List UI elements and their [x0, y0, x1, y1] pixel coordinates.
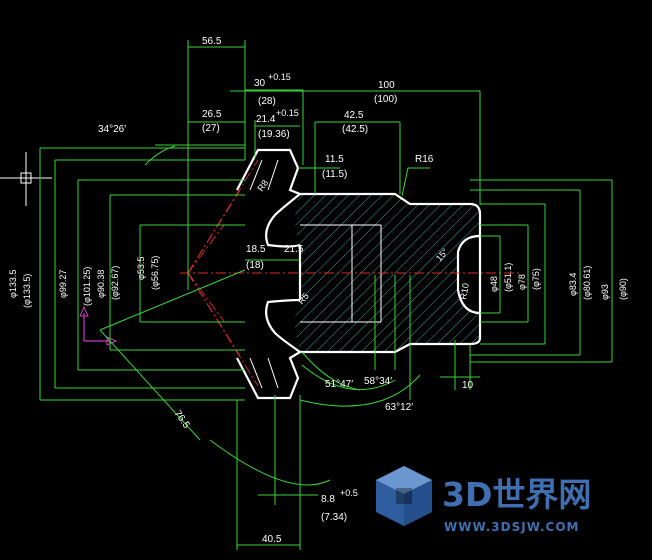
- dim-phi99-27: φ99.27: [58, 270, 68, 298]
- dim-phi99-27-ref: (φ101.25): [82, 267, 92, 306]
- dim-42-5-ref: (42.5): [342, 124, 368, 135]
- dim-phi53-5-ref: (φ56.75): [150, 256, 160, 290]
- dimension-lines: [39, 40, 613, 550]
- dim-18-5: 18.5: [246, 244, 266, 255]
- dim-r16: R16: [415, 154, 434, 165]
- dim-r8: R8: [255, 178, 270, 193]
- dim-26-5: 26.5: [202, 109, 222, 120]
- dim-8-8-ref: (7.34): [321, 512, 347, 523]
- dim-21-4-ref: (19.36): [258, 129, 290, 140]
- dim-angle-34-26: 34°26′: [98, 124, 126, 135]
- dim-26-5-ref: (27): [202, 123, 220, 134]
- dim-phi53-5: φ53.5: [136, 257, 146, 280]
- gear-outline: [236, 148, 482, 400]
- dim-40-5: 40.5: [262, 534, 282, 545]
- watermark-brand: 3D世界网: [442, 475, 591, 514]
- dim-58-34: 58°34′: [364, 376, 392, 387]
- dim-30-ref: (28): [258, 96, 276, 107]
- dim-11-5: 11.5: [325, 154, 344, 165]
- dim-100: 100: [378, 80, 395, 91]
- dim-42-5: 42.5: [344, 110, 364, 121]
- centerlines: [180, 159, 520, 387]
- dim-30-tol: +0.15: [268, 72, 291, 82]
- dim-51-47: 51°47′: [325, 379, 353, 390]
- crosshair-cursor: [0, 152, 52, 206]
- dim-phi48-ref: (φ51.1): [503, 263, 513, 292]
- dim-phi133-5: φ133.5: [8, 270, 18, 298]
- dim-56-5: 56.5: [202, 36, 222, 47]
- ucs-icon: [79, 305, 118, 346]
- dim-63-12: 63°12′: [385, 402, 413, 413]
- dim-8-8: 8.8: [321, 494, 335, 505]
- dim-phi93-ref: (φ90): [618, 278, 628, 300]
- dim-phi83-4-ref: (φ80.61): [582, 266, 592, 300]
- dimension-texts: 56.5 30 +0.15 (28) 100 (100) 26.5 (27) 2…: [8, 36, 628, 545]
- cube-logo-icon: [376, 466, 432, 526]
- dim-phi48: φ48: [489, 276, 499, 292]
- dim-phi133-5-ref: (φ133.5): [22, 274, 32, 308]
- dim-21-4: 21.4: [256, 114, 276, 125]
- dim-r10: R10: [458, 282, 471, 300]
- watermark-url: WWW.3DSJW.COM: [444, 520, 579, 534]
- dim-phi90-38: φ90.38: [96, 270, 106, 298]
- dim-11-5-ref: (11.5): [322, 169, 347, 180]
- dim-phi93: φ93: [600, 284, 610, 300]
- dim-8-8-tol: +0.5: [340, 488, 358, 498]
- dim-21-5: 21.5: [284, 244, 304, 255]
- dim-18-5-ref: (18): [246, 260, 264, 271]
- watermark: 3D世界网 WWW.3DSJW.COM: [376, 466, 591, 534]
- dim-21-4-tol: +0.15: [276, 108, 299, 118]
- dim-phi78: φ78: [517, 274, 527, 290]
- dim-100-ref: (100): [374, 94, 397, 105]
- dim-phi83-4: φ83.4: [568, 273, 578, 296]
- dim-10: 10: [462, 380, 474, 391]
- dim-phi78-ref: (φ75): [531, 268, 541, 290]
- dim-phi90-38-ref: (φ92.67): [110, 266, 120, 300]
- dim-30: 30: [254, 78, 266, 89]
